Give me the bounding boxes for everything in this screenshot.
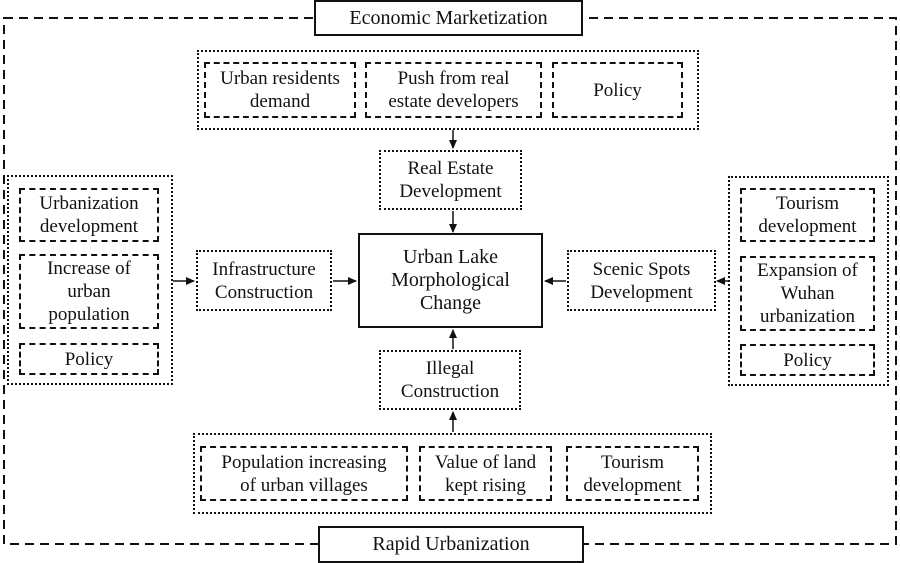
bottom-tourism-development: Tourism development [566,446,699,501]
infrastructure-construction: Infrastructure Construction [196,250,332,311]
right-factors-group [728,176,889,386]
economic-marketization-label: Economic Marketization [314,0,583,36]
bottom-factors-group [193,433,712,514]
illegal-construction: Illegal Construction [379,350,521,410]
population-increasing-of-urban-villages: Population increasing of urban villages [200,446,408,501]
top-policy: Policy [552,62,683,118]
push-from-real-estate-developers: Push from real estate developers [365,62,542,118]
right-policy: Policy [740,344,875,376]
urban-residents-demand: Urban residents demand [204,62,356,118]
expansion-of-wuhan-urbanization: Expansion of Wuhan urbanization [740,256,875,331]
left-factors-group [7,175,173,385]
urbanization-development: Urbanization development [19,188,159,242]
left-policy: Policy [19,343,159,375]
urban-lake-morphological-change: Urban Lake Morphological Change [358,233,543,328]
increase-of-urban-population: Increase of urban population [19,254,159,329]
top-factors-group [197,50,699,130]
scenic-spots-development: Scenic Spots Development [567,250,716,311]
value-of-land-kept-rising: Value of land kept rising [419,446,552,501]
real-estate-development: Real Estate Development [379,150,522,210]
rapid-urbanization-label: Rapid Urbanization [318,526,584,563]
right-tourism-development: Tourism development [740,188,875,242]
